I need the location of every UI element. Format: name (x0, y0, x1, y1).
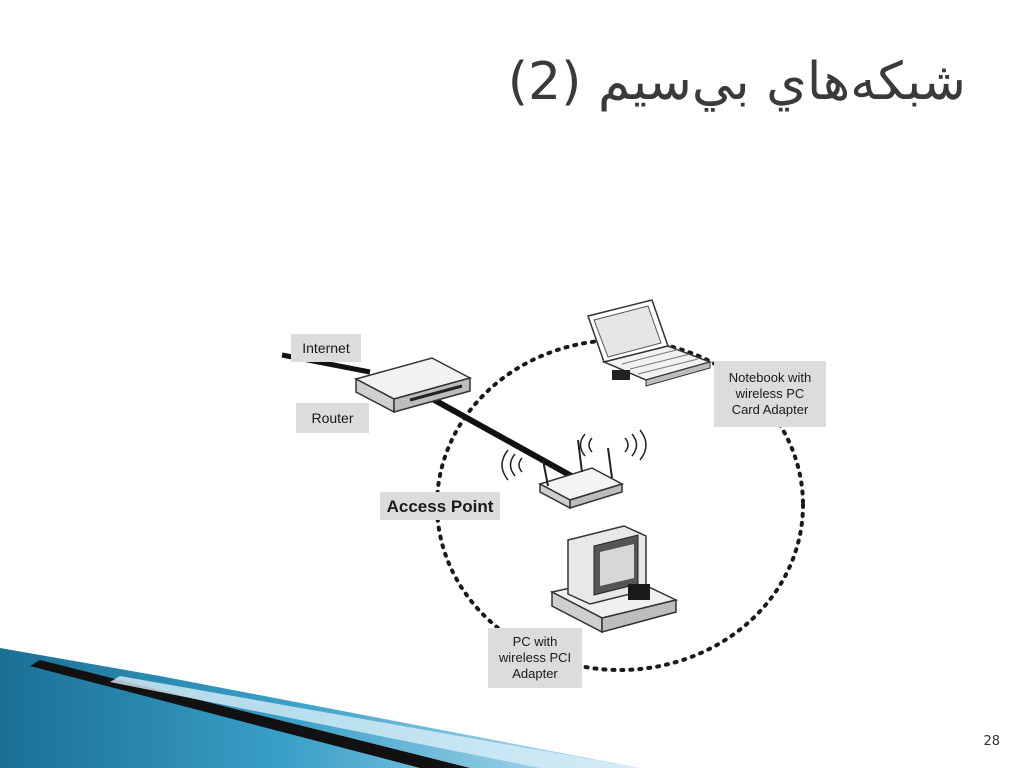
access-point-icon (501, 429, 647, 510)
internet-label: Internet (291, 334, 361, 362)
router-icon (353, 357, 473, 414)
slide-title: شبکه‌هاي بي‌سيم (2) (507, 52, 966, 112)
router-ap-cable (418, 389, 577, 481)
router-label: Router (296, 403, 369, 433)
desktop-pc-icon (549, 525, 679, 634)
access-point-label: Access Point (380, 492, 500, 520)
notebook-icon (587, 299, 713, 387)
page-number: 28 (983, 734, 1000, 749)
notebook-label: Notebook with wireless PC Card Adapter (714, 361, 826, 427)
decor-light-stripe (110, 676, 640, 768)
pc-label: PC with wireless PCI Adapter (488, 628, 582, 688)
decor-blue-band (0, 648, 640, 768)
